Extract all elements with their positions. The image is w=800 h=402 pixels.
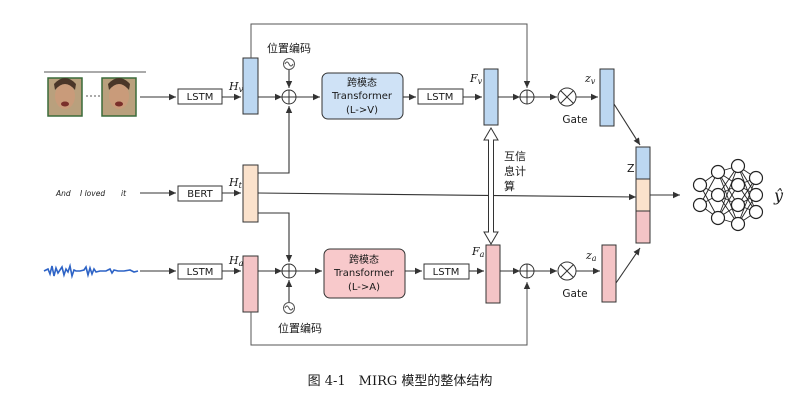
z-a-bar [601,244,617,303]
z-v-label: zv [584,72,596,86]
hidden-video-label: Hv [228,80,244,94]
nn-node [748,170,764,186]
nn-node [748,187,764,203]
hidden-text-label: Ht [228,176,243,190]
feature-v-label: Fv [469,72,483,86]
nn-edge [737,165,757,213]
pos-enc-label-top: 位置编码 [267,41,311,55]
hidden-audio-bar [242,255,259,313]
hidden-video-bar [242,57,259,115]
hidden-text-bar [242,164,259,223]
z-v-bar [599,68,615,127]
nn-node [710,164,726,180]
text-to-fusion-arrow [257,192,637,201]
pos-enc-bottom-icon [283,302,295,314]
output-label: ŷ [773,186,784,205]
fused-z-label: Z [627,162,635,175]
pos-enc-label-bottom: 位置编码 [278,321,322,335]
post-lstm-v-label: LSTM [427,92,454,103]
nn-node [710,187,726,203]
text-token-3: it [121,189,127,198]
feature-a-label: Fa [471,245,485,259]
gate-a-label: Gate [562,288,587,300]
transformer-a-line2: Transformer [333,268,395,279]
mutual-info-line1: 互信 [504,150,526,163]
mutual-info-line2: 息计 [504,164,526,178]
transformer-v-line1: 跨模态 [347,76,377,89]
nn-node [692,177,708,193]
audio-lstm-label: LSTM [187,267,214,278]
gate-v-icon [557,87,577,107]
nn-edge [717,165,739,219]
text-bert-label: BERT [187,189,213,200]
residual-add-v [519,89,535,105]
figure-caption: 图 4-1 MIRG 模型的整体结构 [308,373,493,389]
nn-node [692,197,708,213]
hidden-audio-label: Ha [228,254,244,268]
audio-residual-path [250,282,531,346]
transformer-v-line2: Transformer [331,91,393,102]
nn-node [730,158,746,174]
gate-v-label: Gate [562,114,587,126]
feature-v-bar [483,68,499,126]
nn-node [730,197,746,213]
transformer-a-box [323,248,406,299]
nn-edge [737,177,757,225]
transformer-v-box [321,72,404,120]
nn-node [730,216,746,232]
residual-add-a [519,263,535,279]
text-token-1: And [55,189,71,198]
nn-node [748,204,764,220]
mutual-info-arrow [483,127,499,245]
nn-node [710,210,726,226]
text-token-2: I loved [80,189,105,198]
fused-z-bar [635,146,651,244]
neural-network-icon [692,158,764,232]
gate-a-icon [557,261,577,281]
nn-edge [717,171,739,225]
video-lstm-label: LSTM [187,92,214,103]
transformer-a-line3: (L->A) [348,282,380,293]
video-residual-path [250,23,531,88]
video-frames [47,77,137,117]
video-frame-1-face [55,83,75,109]
transformer-v-line3: (L->V) [346,105,378,116]
z-a-label: za [585,249,597,263]
video-frame-2-face [109,83,129,109]
add-circle-audio [281,263,297,279]
feature-a-bar [485,244,501,304]
nn-node [730,177,746,193]
post-lstm-a-label: LSTM [433,267,460,278]
pos-enc-top-icon [283,58,295,70]
transformer-a-line1: 跨模态 [349,253,379,266]
add-circle-video [281,89,297,105]
mutual-info-line3: 算 [504,179,515,193]
audio-waveform [43,262,139,280]
